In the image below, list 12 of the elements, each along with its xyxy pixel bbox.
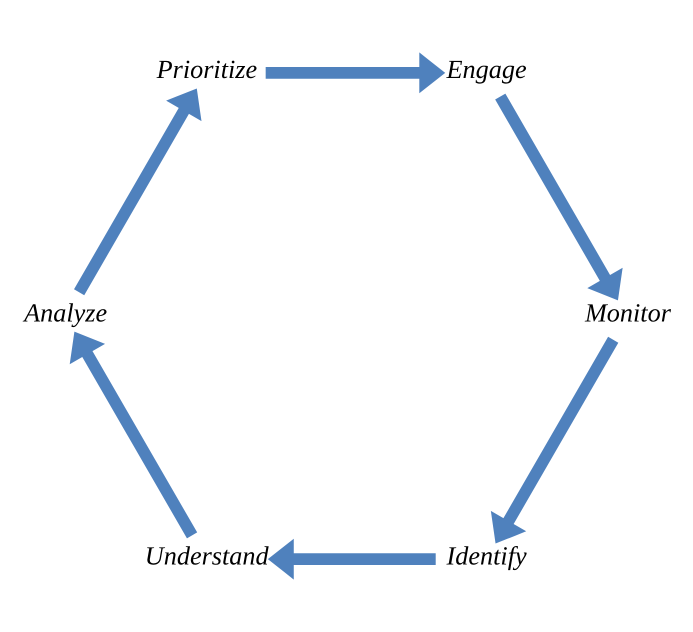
arrow bbox=[268, 538, 436, 580]
node-text: Prioritize bbox=[156, 55, 258, 84]
arrow bbox=[266, 52, 446, 94]
node-text: Understand bbox=[144, 541, 269, 570]
node-text: Identify bbox=[446, 541, 527, 570]
arrow bbox=[70, 332, 198, 538]
arrow bbox=[490, 336, 618, 544]
arrow bbox=[74, 88, 202, 296]
node-text: Monitor bbox=[584, 298, 671, 328]
node-text: Analyze bbox=[24, 298, 108, 328]
node-text: Engage bbox=[446, 55, 527, 84]
arrow bbox=[495, 94, 623, 300]
